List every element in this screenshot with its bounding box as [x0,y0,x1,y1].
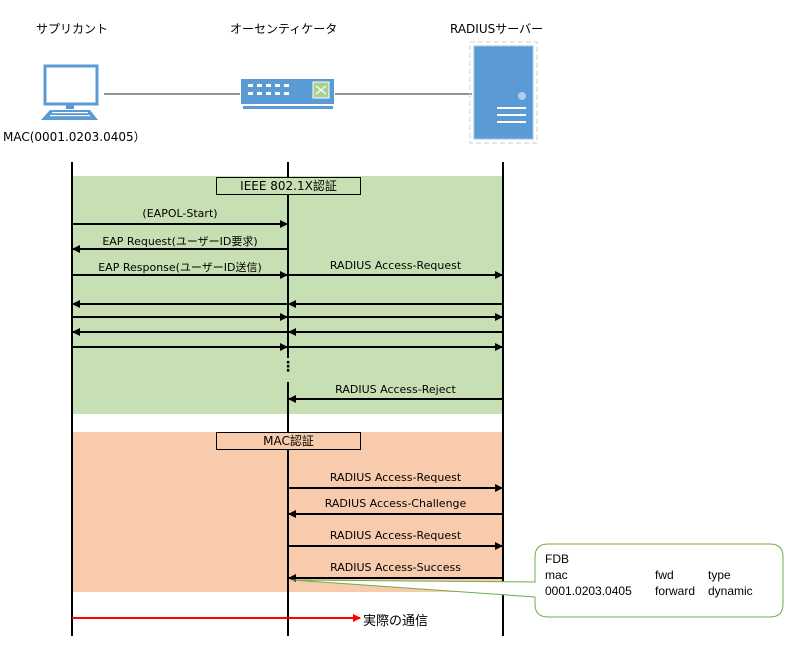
phase1-title: IEEE 802.1X認証 [216,177,361,195]
supplicant-label: サプリカント [36,22,109,36]
server-icon [469,41,538,144]
msg-eap-response: EAP Response(ユーザーID送信) [98,261,262,274]
fdb-entry-mac: 0001.0203.0405 [545,584,632,598]
switch-icon [241,79,334,109]
actual-traffic-label: 実際の通信 [363,614,429,629]
msg-eap-request: EAP Request(ユーザーID要求) [102,235,258,248]
fdb-header-row: mac fwd type [545,567,753,583]
msg-radius-access-request: RADIUS Access-Request [329,259,462,272]
radius-label: RADIUSサーバー [450,22,544,36]
msg-radius-access-reject: RADIUS Access-Reject [335,383,456,396]
msg-mac-access-success: RADIUS Access-Success [330,561,461,574]
fdb-entry-fwd: forward [655,584,696,598]
fdb-table: FDB mac fwd type 0001.0203.0405 forward … [545,551,753,599]
fdb-header-type: type [708,568,731,582]
supplicant-mac-label: MAC(0001.0203.0405） [3,130,146,144]
authenticator-label: オーセンティケータ [230,22,338,36]
fdb-title: FDB [545,552,569,566]
pc-icon [41,64,99,120]
msg-mac-access-request-1: RADIUS Access-Request [329,471,462,484]
msg-mac-access-challenge: RADIUS Access-Challenge [324,497,467,510]
fdb-callout-shape [291,543,784,618]
fdb-entry-type: dynamic [708,584,753,598]
phase2-title: MAC認証 [216,432,361,450]
fdb-header-mac: mac [545,568,568,582]
fdb-entry-row: 0001.0203.0405 forward dynamic [545,583,753,599]
fdb-header-fwd: fwd [655,568,674,582]
msg-eapol-start: (EAPOL-Start) [142,207,218,220]
continuation-ellipsis: ⋮ [281,359,295,375]
msg-mac-access-request-2: RADIUS Access-Request [329,529,462,542]
